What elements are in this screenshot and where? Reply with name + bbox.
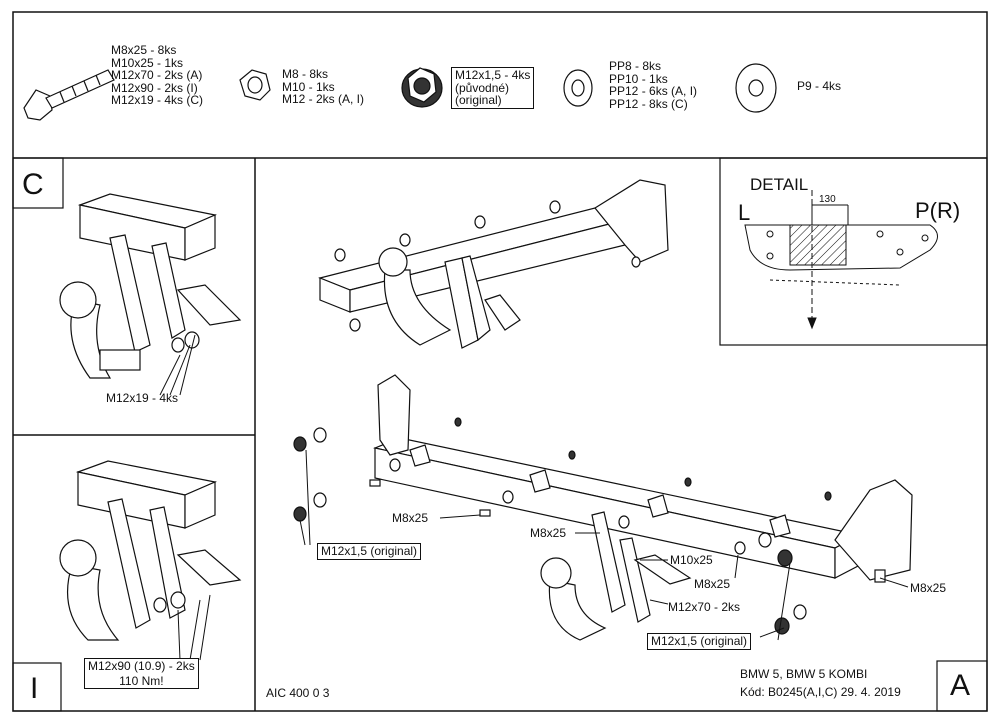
panel-c-label: M12x19 - 4ks [106, 391, 179, 405]
bolt-list: M8x25 - 8ks M10x25 - 1ks M12x70 - 2ks (A… [111, 44, 203, 107]
panel-a-letter: A [950, 669, 971, 702]
flange-line-3: (original) [455, 93, 502, 107]
bolt-line-1: M8x25 - 8ks [111, 43, 177, 57]
panel-i-label-1: M12x90 (10.9) - 2ks [85, 659, 198, 674]
panel-i-letter: I [30, 672, 39, 705]
detail-title: DETAIL [750, 175, 809, 194]
washer-list: PP8 - 8ks PP10 - 1ks PP12 - 6ks (A, I) P… [609, 60, 697, 110]
bolt-line-2: M10x25 - 1ks [111, 55, 184, 70]
footer-model: BMW 5, BMW 5 KOMBI [740, 667, 868, 681]
detail-left: L [738, 200, 751, 225]
large-washer-icon [735, 63, 777, 113]
nut-line-3: M12 - 2ks (A, I) [282, 92, 365, 106]
nut-icon [239, 69, 271, 101]
flange-nut-icon [401, 67, 443, 108]
detail-right: P(R) [915, 198, 961, 223]
bolt-line-3: M12x70 - 2ks (A) [111, 68, 203, 82]
washer-icon [563, 69, 593, 107]
m8x25-mid-label: M8x25 [530, 526, 567, 540]
m10x25-label: M10x25 [670, 553, 713, 567]
panel-i-label-box: M12x90 (10.9) - 2ks 110 Nm! [84, 658, 199, 689]
washer-line-3: PP12 - 6ks (A, I) [609, 84, 698, 98]
m12x15-left-label: M12x1,5 (original) [317, 543, 422, 560]
washer-line-4: PP12 - 8ks (C) [609, 96, 688, 111]
flange-line-1: M12x1,5 - 4ks [455, 68, 531, 82]
footer-code: AIC 400 0 3 [266, 686, 330, 700]
nut-line-2: M10 - 1ks [282, 79, 335, 94]
footer-kod: Kód: B0245(A,I,C) 29. 4. 2019 [740, 685, 901, 699]
flange-line-2: (původné) [455, 80, 510, 95]
bolt-icon [23, 69, 115, 121]
nut-line-1: M8 - 8ks [282, 67, 329, 81]
nut-list: M8 - 8ks M10 - 1ks M12 - 2ks (A, I) [282, 68, 364, 106]
large-washer-list: P9 - 4ks [797, 80, 841, 93]
m12x15-bottom-label: M12x1,5 (original) [647, 633, 752, 650]
detail-dimension: 130 [819, 194, 836, 205]
washer-line-2: PP10 - 1ks [609, 71, 668, 86]
bolt-line-5: M12x19 - 4ks (C) [111, 93, 204, 107]
flange-nut-list: M12x1,5 - 4ks (původné) (original) [451, 67, 535, 109]
washer-line-1: PP8 - 8ks [609, 59, 662, 73]
m8x25-left-label: M8x25 [392, 511, 429, 525]
panel-i-label-2: 110 Nm! [85, 673, 198, 688]
bolt-line-4: M12x90 - 2ks (I) [111, 80, 198, 95]
large-washer-line-1: P9 - 4ks [797, 79, 842, 93]
m8x25-center-label: M8x25 [694, 577, 731, 591]
panel-c-letter: C [22, 168, 44, 201]
m12x70-label: M12x70 - 2ks [668, 600, 741, 614]
m8x25-right-label: M8x25 [910, 581, 947, 595]
